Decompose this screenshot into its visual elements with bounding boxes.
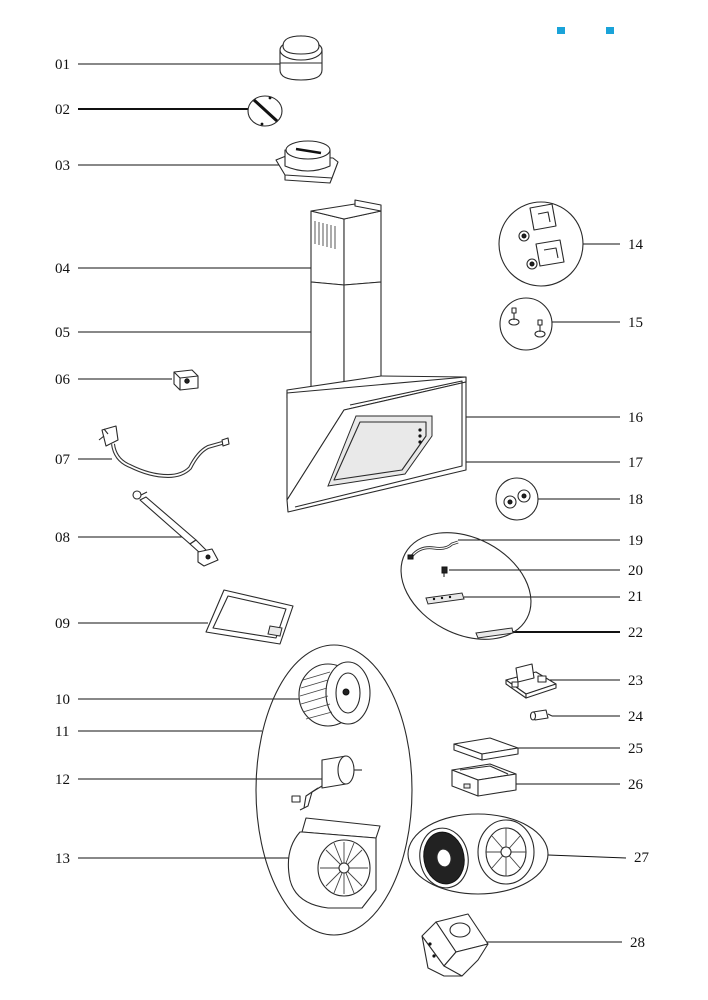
part-25-box-lid bbox=[453, 737, 519, 761]
part-16-hood-body bbox=[286, 375, 467, 513]
part-02-damper-disc bbox=[247, 95, 283, 127]
part-11-blower-assembly-group bbox=[255, 644, 413, 936]
part-20-switch bbox=[441, 566, 448, 577]
accent-marker-right bbox=[606, 27, 614, 34]
label-21: 21 bbox=[628, 589, 643, 605]
part-01-outlet-cap bbox=[279, 35, 323, 81]
label-02: 02 bbox=[55, 102, 70, 118]
part-10-fan-wheel bbox=[298, 661, 371, 727]
part-05-lower-chimney bbox=[310, 281, 382, 394]
part-19-wiring-harness bbox=[407, 540, 459, 560]
label-07: 07 bbox=[55, 452, 71, 468]
part-22-display-board bbox=[475, 627, 514, 639]
part-09-grease-filter bbox=[205, 589, 294, 645]
label-28: 28 bbox=[630, 935, 645, 951]
label-05: 05 bbox=[55, 325, 70, 341]
label-17: 17 bbox=[628, 455, 644, 471]
part-26-box-base bbox=[451, 763, 517, 797]
label-27: 27 bbox=[634, 850, 650, 866]
label-04: 04 bbox=[55, 261, 71, 277]
label-18: 18 bbox=[628, 492, 643, 508]
part-28-mounting-bracket bbox=[421, 913, 489, 977]
part-23-power-board bbox=[505, 663, 557, 699]
label-23: 23 bbox=[628, 673, 643, 689]
part-12-motor bbox=[291, 755, 362, 811]
label-10: 10 bbox=[55, 692, 70, 708]
label-13: 13 bbox=[55, 851, 70, 867]
part-07-power-cable bbox=[98, 425, 230, 479]
part-18-knobs bbox=[495, 477, 539, 521]
part-24-capacitor bbox=[529, 709, 553, 721]
label-15: 15 bbox=[628, 315, 643, 331]
label-26: 26 bbox=[628, 777, 644, 793]
label-12: 12 bbox=[55, 772, 70, 788]
part-15-lamp-bulbs bbox=[499, 297, 553, 351]
part-06-clip bbox=[173, 369, 199, 391]
part-21-control-board bbox=[425, 592, 465, 605]
label-25: 25 bbox=[628, 741, 643, 757]
label-24: 24 bbox=[628, 709, 644, 725]
part-27-carbon-filters bbox=[407, 813, 549, 895]
label-03: 03 bbox=[55, 158, 70, 174]
label-01: 01 bbox=[55, 57, 70, 73]
label-22: 22 bbox=[628, 625, 643, 641]
label-16: 16 bbox=[628, 410, 644, 426]
leader-lines bbox=[78, 63, 627, 943]
part-19-22-electronics-group bbox=[400, 532, 532, 640]
label-09: 09 bbox=[55, 616, 70, 632]
label-20: 20 bbox=[628, 563, 643, 579]
part-04-upper-chimney bbox=[310, 199, 382, 286]
part-08-gas-spring bbox=[132, 490, 219, 567]
accent-marker-left bbox=[557, 27, 565, 34]
label-14: 14 bbox=[628, 237, 644, 253]
label-06: 06 bbox=[55, 372, 71, 388]
part-03-adapter-flange bbox=[275, 140, 339, 184]
label-11: 11 bbox=[55, 724, 69, 740]
label-08: 08 bbox=[55, 530, 70, 546]
label-19: 19 bbox=[628, 533, 643, 549]
part-14-lamp-holders bbox=[498, 201, 584, 287]
part-13-blower-housing bbox=[287, 817, 381, 909]
